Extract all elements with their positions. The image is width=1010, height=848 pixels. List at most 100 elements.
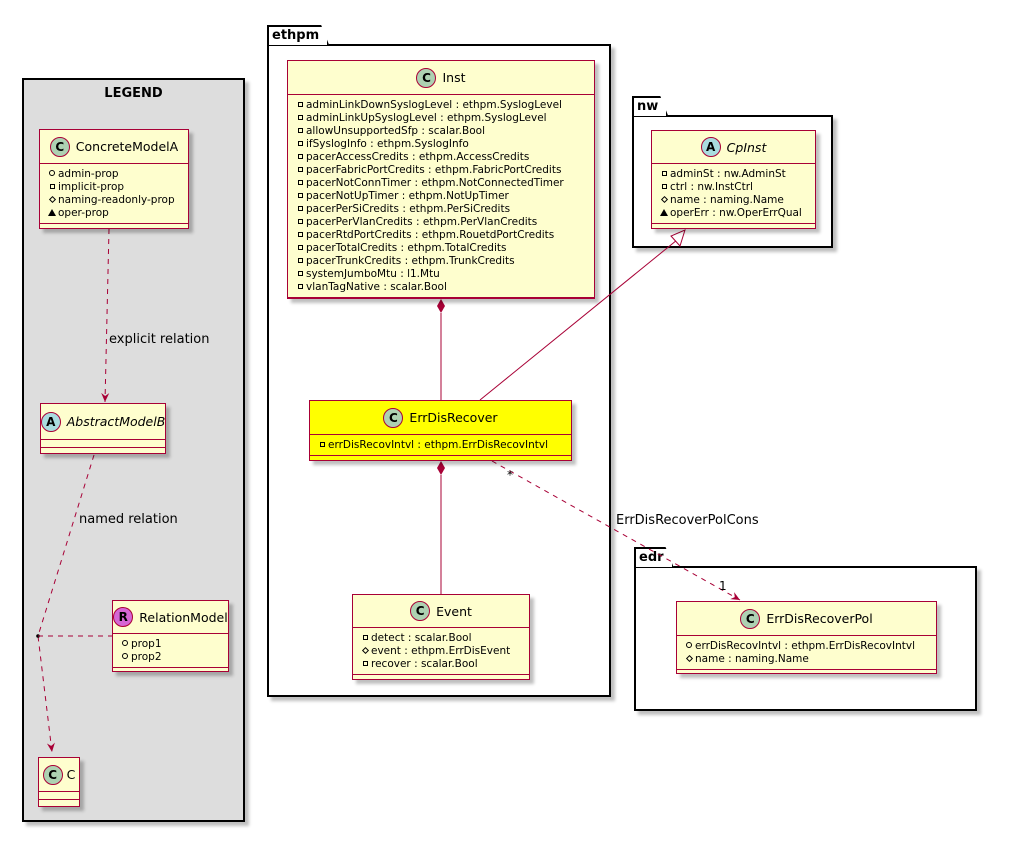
- inheritance-line: [479, 239, 678, 401]
- private-icon: [294, 229, 306, 240]
- class-c-icon: C: [416, 67, 437, 88]
- inst-composition-diamond: [437, 299, 445, 313]
- class-c-icon: C: [49, 136, 70, 157]
- named-relation-label: named relation: [79, 512, 178, 527]
- attribute: adminLinkDownSyslogLevel : ethpm.SyslogL…: [294, 98, 588, 111]
- class-name: Inst: [442, 70, 466, 85]
- private-icon: [294, 268, 306, 279]
- public-icon: [46, 168, 58, 179]
- package-icon: [46, 207, 58, 218]
- private-icon: [294, 203, 306, 214]
- protected-icon: [658, 194, 670, 205]
- class-concrete-model-a[interactable]: C ConcreteModelA admin-prop implicit-pro…: [39, 129, 189, 229]
- attribute: ctrl : nw.InstCtrl: [658, 180, 809, 193]
- attribute: name : naming.Name: [683, 652, 930, 665]
- private-icon: [294, 164, 306, 175]
- private-icon: [46, 181, 58, 192]
- attribute: errDisRecovIntvl : ethpm.ErrDisRecovIntv…: [316, 438, 565, 451]
- attribute: prop1: [119, 637, 222, 650]
- relation-r-icon: R: [113, 607, 134, 627]
- private-icon: [294, 112, 306, 123]
- attribute: errDisRecovIntvl : ethpm.ErrDisRecovIntv…: [683, 639, 930, 652]
- explicit-relation-label: explicit relation: [109, 332, 210, 347]
- attribute: pacerAccessCredits : ethpm.AccessCredits: [294, 150, 588, 163]
- private-icon: [316, 439, 328, 450]
- attribute: naming-readonly-prop: [46, 193, 182, 206]
- attribute: admin-prop: [46, 167, 182, 180]
- class-c-icon: C: [42, 764, 63, 785]
- attribute: pacerTotalCredits : ethpm.TotalCredits: [294, 241, 588, 254]
- attribute: detect : scalar.Bool: [359, 631, 523, 644]
- multiplicity-many: *: [507, 468, 513, 482]
- private-icon: [294, 99, 306, 110]
- protected-icon: [683, 653, 695, 664]
- class-event[interactable]: C Event detect : scalar.Bool event : eth…: [352, 594, 530, 680]
- attribute: oper-prop: [46, 206, 182, 219]
- class-c-icon: C: [410, 601, 431, 621]
- attribute: pacerNotConnTimer : ethpm.NotConnectedTi…: [294, 176, 588, 189]
- attribute: name : naming.Name: [658, 193, 809, 206]
- class-abstract-model-b[interactable]: A AbstractModelB: [40, 403, 166, 454]
- class-name: Event: [436, 603, 472, 619]
- class-name: ErrDisRecover: [409, 410, 498, 425]
- named-relation-line: [37, 454, 95, 753]
- class-cp-inst[interactable]: A CpInst adminSt : nw.AdminSt ctrl : nw.…: [651, 130, 816, 229]
- public-icon: [119, 638, 131, 649]
- class-name: AbstractModelB: [66, 414, 166, 429]
- attribute: pacerNotUpTimer : ethpm.NotUpTimer: [294, 189, 588, 202]
- private-icon: [294, 216, 306, 227]
- attribute: operErr : nw.OperErrQual: [658, 206, 809, 219]
- protected-icon: [359, 645, 371, 656]
- private-icon: [658, 168, 670, 179]
- attribute: allowUnsupportedSfp : scalar.Bool: [294, 124, 588, 137]
- class-inst[interactable]: C Inst adminLinkDownSyslogLevel : ethpm.…: [287, 60, 595, 299]
- package-edr-label: edr: [634, 547, 674, 567]
- attribute: vlanTagNative : scalar.Bool: [294, 280, 588, 293]
- class-relation-model[interactable]: R RelationModel prop1 prop2: [112, 600, 229, 672]
- attribute: event : ethpm.ErrDisEvent: [359, 644, 523, 657]
- attribute: pacerPerVlanCredits : ethpm.PerVlanCredi…: [294, 215, 588, 228]
- package-icon: [658, 207, 670, 218]
- abstract-a-icon: A: [40, 411, 61, 432]
- class-name: ConcreteModelA: [75, 139, 179, 154]
- class-c-icon: C: [383, 407, 404, 428]
- inheritance-triangle: [670, 229, 686, 247]
- pol-cons-label: ErrDisRecoverPolCons: [616, 513, 759, 528]
- class-c[interactable]: C C: [38, 757, 80, 807]
- multiplicity-one: 1: [719, 579, 727, 593]
- private-icon: [294, 125, 306, 136]
- class-name: RelationModel: [139, 609, 228, 625]
- attribute: pacerRtdPortCredits : ethpm.RouetdPortCr…: [294, 228, 588, 241]
- explicit-relation-line: [101, 228, 110, 403]
- attribute: adminSt : nw.AdminSt: [658, 167, 809, 180]
- class-c-icon: C: [740, 608, 761, 629]
- attribute: ifSyslogInfo : ethpm.SyslogInfo: [294, 137, 588, 150]
- attribute: implicit-prop: [46, 180, 182, 193]
- attribute: prop2: [119, 650, 222, 663]
- private-icon: [294, 151, 306, 162]
- private-icon: [359, 632, 371, 643]
- class-name: C: [66, 767, 76, 782]
- attribute: pacerTrunkCredits : ethpm.TrunkCredits: [294, 254, 588, 267]
- legend-title: LEGEND: [104, 86, 163, 101]
- private-icon: [294, 281, 306, 292]
- attribute: adminLinkUpSyslogLevel : ethpm.SyslogLev…: [294, 111, 588, 124]
- class-name: CpInst: [726, 139, 767, 155]
- pol-cons-line: [491, 460, 741, 601]
- attribute: recover : scalar.Bool: [359, 657, 523, 670]
- abstract-a-icon: A: [700, 137, 721, 157]
- attribute: pacerFabricPortCredits : ethpm.FabricPor…: [294, 163, 588, 176]
- event-composition-diamond: [437, 461, 445, 475]
- private-icon: [658, 181, 670, 192]
- class-err-dis-recover-pol[interactable]: C ErrDisRecoverPol errDisRecovIntvl : et…: [676, 601, 937, 674]
- private-icon: [294, 177, 306, 188]
- private-icon: [294, 255, 306, 266]
- protected-icon: [46, 194, 58, 205]
- public-icon: [119, 651, 131, 662]
- private-icon: [294, 138, 306, 149]
- public-icon: [683, 640, 695, 651]
- class-name: ErrDisRecoverPol: [766, 611, 873, 626]
- private-icon: [294, 190, 306, 201]
- class-err-dis-recover[interactable]: C ErrDisRecover errDisRecovIntvl : ethpm…: [309, 400, 572, 461]
